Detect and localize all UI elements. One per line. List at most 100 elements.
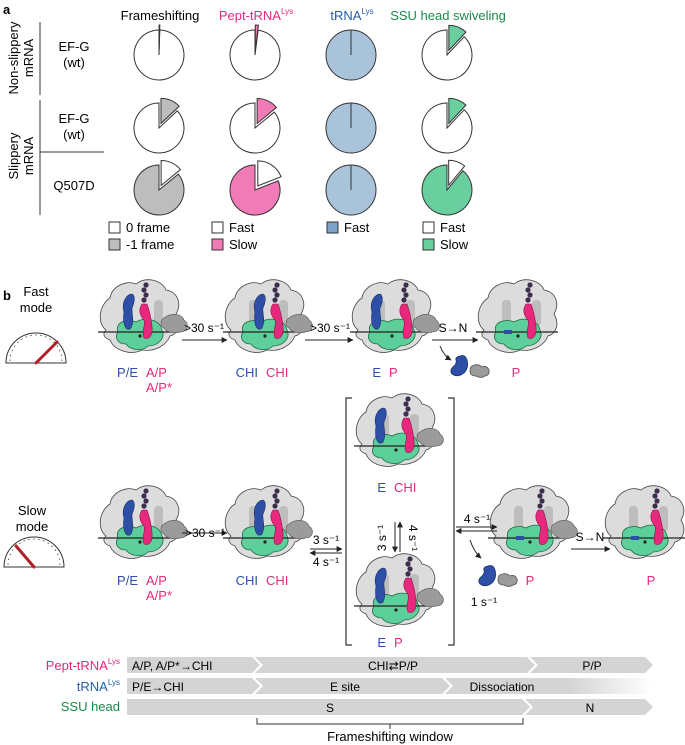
trna-lys bbox=[374, 567, 387, 604]
state-label-pink: CHI bbox=[394, 480, 416, 495]
legend-swatch-minus1frame bbox=[108, 238, 121, 251]
state-label-pink: CHI bbox=[266, 365, 288, 380]
slow-state-5-labels: P bbox=[526, 573, 535, 588]
column-header-ssu: SSU head swiveling bbox=[390, 8, 506, 23]
peptide-residue bbox=[525, 287, 531, 293]
legend-swatch-ssu-fast bbox=[422, 221, 435, 234]
legend-text-0frame: 0 frame bbox=[126, 220, 170, 235]
ef-g bbox=[160, 520, 188, 540]
pie-exploded bbox=[254, 24, 260, 51]
ef-g bbox=[412, 314, 440, 334]
legend-swatch-pept-fast bbox=[211, 221, 224, 234]
pept-trna-lys bbox=[399, 303, 413, 339]
timeline-text-trna-1: P/E→CHI bbox=[132, 680, 184, 694]
released-trna-slow bbox=[478, 565, 518, 587]
legend-swatch-pept-slow bbox=[211, 238, 224, 251]
legend-text-ssu-slow: Slow bbox=[440, 237, 469, 252]
pie-r1-c0 bbox=[133, 97, 185, 154]
slow-release-arrow bbox=[469, 539, 482, 559]
peptide-residue bbox=[652, 493, 658, 499]
site-pillar bbox=[629, 506, 638, 532]
pept-trna-lys bbox=[139, 509, 153, 545]
peptide-residue bbox=[401, 287, 407, 293]
pie-r0-c1 bbox=[229, 24, 281, 81]
state-label-blue: CHI bbox=[236, 365, 258, 380]
timeline-text-pept-2: CHI⇄P/P bbox=[368, 659, 418, 673]
peptide-residue bbox=[141, 493, 147, 499]
peptide-residue bbox=[403, 411, 409, 417]
ef-g bbox=[160, 314, 188, 334]
small-subunit bbox=[368, 318, 416, 350]
intermediate-bracket-left bbox=[345, 397, 352, 646]
row-label-nonslippery-wt: EF-G(wt) bbox=[58, 39, 89, 70]
legend-text-minus1frame: -1 frame bbox=[126, 237, 174, 252]
slow-state-3 bbox=[354, 393, 444, 467]
peptide-residue bbox=[401, 297, 407, 303]
peptide-residue bbox=[405, 561, 411, 567]
pie-grid bbox=[133, 24, 473, 216]
pie-r0-c0 bbox=[133, 24, 185, 81]
pie-r2-c0 bbox=[133, 159, 185, 216]
timeline-label-trna: tRNALys bbox=[77, 678, 120, 694]
fast-rate-2: >30 s⁻¹ bbox=[310, 321, 350, 335]
legend-text-pept-slow: Slow bbox=[229, 237, 258, 252]
pie-r2-c2 bbox=[325, 164, 377, 216]
center-dot bbox=[394, 448, 398, 452]
timeline-text-pept-3: P/P bbox=[582, 659, 601, 673]
small-subunit bbox=[372, 592, 420, 624]
peptide-residue bbox=[274, 292, 280, 298]
center-dot bbox=[394, 608, 398, 612]
timeline-text-ssu-1: S bbox=[326, 701, 334, 715]
pie-main bbox=[133, 102, 185, 154]
peptide-residue bbox=[143, 292, 149, 298]
peptide-residue bbox=[537, 503, 543, 509]
slow-state-6 bbox=[603, 485, 685, 559]
peptide-residue bbox=[274, 488, 280, 494]
legend-text-pept-fast: Fast bbox=[229, 220, 255, 235]
pept-trna-lys bbox=[650, 509, 664, 545]
frameshifting-window-label: Frameshifting window bbox=[327, 729, 453, 744]
pie-r1-c2 bbox=[325, 102, 377, 154]
slow-rate-forward: 3 s⁻¹ bbox=[313, 533, 339, 547]
peptide-residue bbox=[407, 566, 413, 572]
trna-lys bbox=[122, 499, 135, 536]
peptide-residue bbox=[539, 498, 545, 504]
trna-lys-remnant bbox=[516, 536, 524, 540]
slow-state-2 bbox=[223, 485, 313, 559]
slow-state-1 bbox=[98, 485, 188, 559]
peptide-residue bbox=[272, 503, 278, 509]
state-label-pink: P bbox=[389, 365, 398, 380]
state-label-blue: E bbox=[377, 480, 386, 495]
trna-lys-remnant bbox=[504, 330, 512, 334]
peptide-residue bbox=[654, 488, 660, 494]
panel-a: a Frameshifting Pept-tRNALys tRNALys SSU… bbox=[3, 2, 506, 252]
peptide-residue bbox=[527, 282, 533, 288]
center-dot bbox=[643, 540, 647, 544]
fast-gauge-icon bbox=[5, 332, 67, 365]
center-dot bbox=[528, 540, 532, 544]
pie-main bbox=[229, 29, 281, 81]
center-dot bbox=[263, 540, 267, 544]
peptide-residue bbox=[407, 556, 413, 562]
peptide-residue bbox=[272, 493, 278, 499]
center-dot bbox=[516, 334, 520, 338]
slow-state-6-labels: P bbox=[647, 573, 656, 588]
pie-main bbox=[421, 29, 473, 81]
site-pillar bbox=[514, 506, 523, 532]
fast-state-3 bbox=[350, 279, 440, 353]
peptide-residue bbox=[405, 571, 411, 577]
fast-state-2-labels: CHI CHI bbox=[236, 365, 289, 380]
timeline-bar-trna-2 bbox=[255, 678, 450, 694]
timeline-text-pept-1: A/P, A/P*→CHI bbox=[132, 659, 212, 673]
state-label-pink: CHI bbox=[266, 573, 288, 588]
intermediate-bracket-right bbox=[448, 397, 455, 646]
pept-trna-lys bbox=[139, 303, 153, 339]
peptide-residue bbox=[405, 396, 411, 402]
trna-lys-remnant bbox=[631, 536, 639, 540]
site-pillar bbox=[154, 506, 163, 532]
